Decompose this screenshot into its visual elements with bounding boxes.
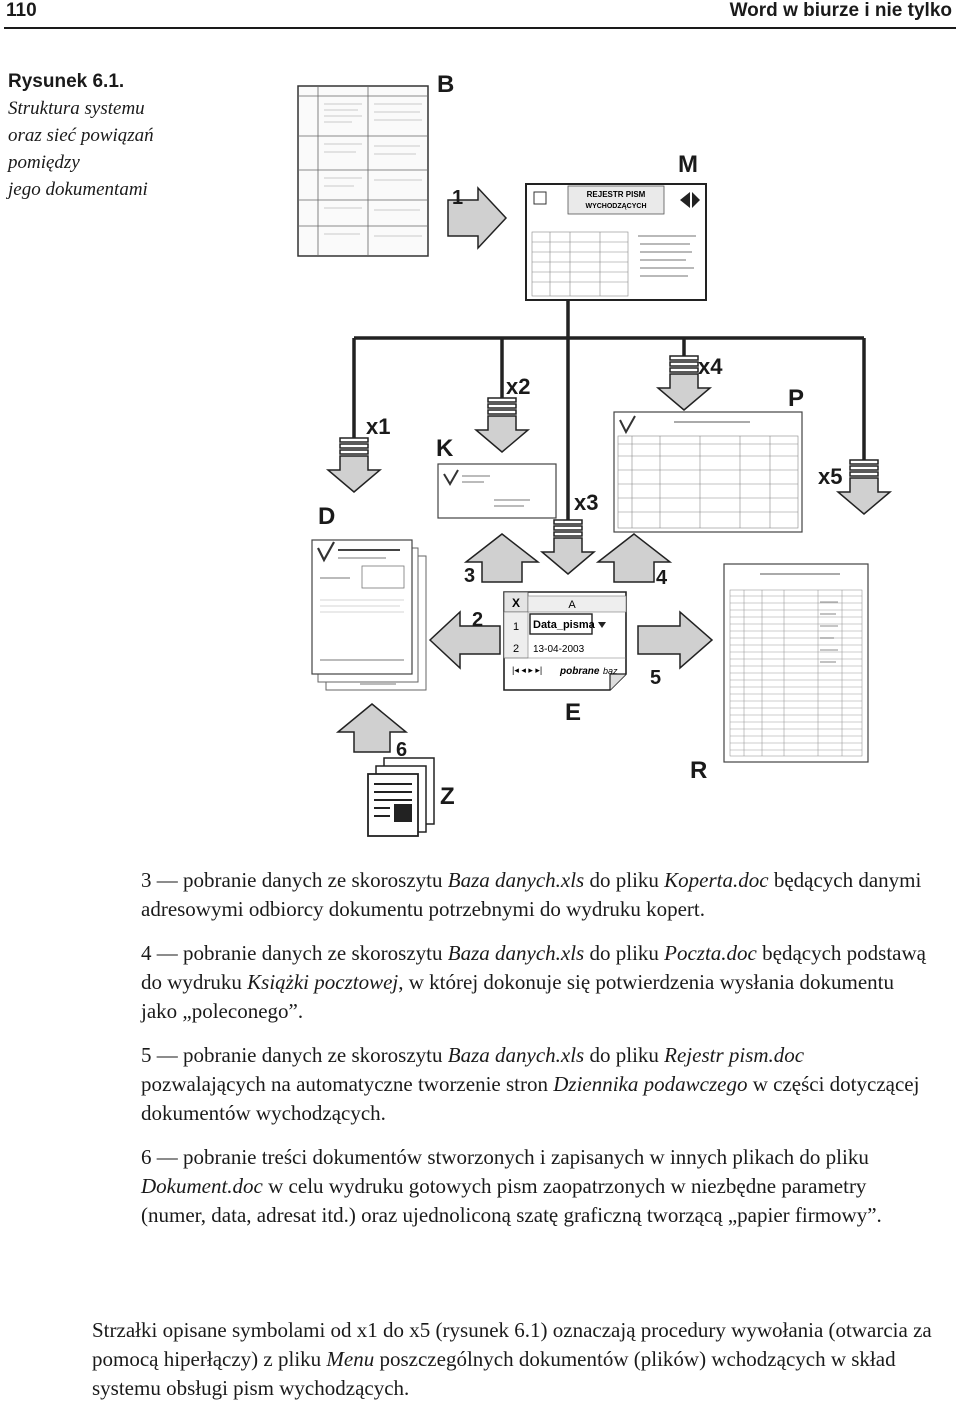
figure-caption: Rysunek 6.1. Struktura systemu oraz sieć… bbox=[8, 68, 208, 203]
excel-cell-a1: Data_pisma bbox=[533, 619, 596, 631]
link-x3: x3 bbox=[574, 490, 598, 515]
page-header: 110 Word w biurze i nie tylko bbox=[0, 0, 960, 29]
document-p-postbook bbox=[613, 411, 803, 533]
excel-col-header: A bbox=[568, 599, 576, 611]
hyperlink-connectors bbox=[352, 300, 866, 522]
arrow-2-icon bbox=[428, 610, 501, 670]
num-2: 2 bbox=[472, 609, 483, 631]
figure-label: Rysunek 6.1. bbox=[8, 71, 125, 92]
letter-r: R bbox=[690, 757, 707, 784]
dropdown-icon bbox=[598, 622, 606, 628]
caption-line-1: Struktura systemu bbox=[8, 98, 145, 119]
link-x4: x4 bbox=[698, 354, 723, 379]
link-x5: x5 bbox=[818, 464, 842, 489]
letter-e: E bbox=[565, 699, 581, 726]
num-1: 1 bbox=[452, 187, 463, 209]
letter-b: B bbox=[437, 71, 454, 98]
letter-m: M bbox=[678, 151, 698, 178]
num-6: 6 bbox=[396, 739, 407, 761]
document-d-letterhead bbox=[311, 539, 427, 691]
system-structure-diagram: B 1 REJESTR PISM WYCHODZĄCYCH M bbox=[297, 71, 891, 837]
closing-paragraph: Strzałki opisane symbolami od x1 do x5 (… bbox=[92, 1318, 932, 1400]
letter-d: D bbox=[318, 503, 335, 530]
caption-line-3: pomiędzy bbox=[8, 152, 80, 173]
sheet-nav-icon: |◂ ◂ ▸ ▸| bbox=[512, 665, 542, 675]
menu-title-2: WYCHODZĄCYCH bbox=[585, 203, 646, 210]
num-3: 3 bbox=[464, 565, 475, 587]
link-x2: x2 bbox=[506, 374, 530, 399]
caption-line-4: jego dokumentami bbox=[8, 179, 148, 200]
arrow-3-icon bbox=[463, 533, 541, 583]
header-rule bbox=[4, 27, 956, 29]
list-item: 4 — pobranie danych ze skoroszytu Baza d… bbox=[141, 941, 926, 1023]
document-b-thumbnail bbox=[297, 85, 429, 257]
running-title: Word w biurze i nie tylko bbox=[729, 0, 952, 21]
link-arrow-x1-icon bbox=[327, 437, 381, 493]
num-4: 4 bbox=[656, 567, 668, 589]
link-arrow-x3-icon bbox=[541, 519, 595, 575]
link-x1: x1 bbox=[366, 414, 390, 439]
menu-prev-icon bbox=[680, 192, 690, 208]
excel-icon: X bbox=[512, 596, 520, 610]
document-m-menu: REJESTR PISM WYCHODZĄCYCH bbox=[525, 183, 707, 301]
list-item: 6 — pobranie treści dokumentów stworzony… bbox=[141, 1145, 882, 1227]
caption-line-2: oraz sieć powiązań bbox=[8, 125, 154, 146]
sheet-tab-baz: baz bbox=[603, 666, 618, 676]
arrow-6-icon bbox=[335, 703, 409, 753]
letter-k: K bbox=[436, 435, 454, 462]
link-arrow-x2-icon bbox=[475, 397, 529, 453]
letter-z: Z bbox=[440, 783, 455, 810]
list-item: 5 — pobranie danych ze skoroszytu Baza d… bbox=[141, 1043, 920, 1125]
document-r-register bbox=[723, 563, 869, 763]
document-k-envelope bbox=[437, 463, 557, 519]
list-item: 3 — pobranie danych ze skoroszytu Baza d… bbox=[141, 868, 922, 921]
arrow-4-icon bbox=[595, 533, 673, 583]
link-arrow-x5-icon bbox=[837, 459, 891, 515]
menu-next-icon bbox=[692, 192, 700, 208]
document-e-workbook: X A 1 2 Data_pisma 13-04-2003 |◂ ◂ ▸ ▸| … bbox=[503, 591, 627, 691]
letter-p: P bbox=[788, 385, 804, 412]
process-list: 3 — pobranie danych ze skoroszytu Baza d… bbox=[141, 866, 931, 1245]
document-z-icon bbox=[367, 757, 435, 837]
excel-row-2: 2 bbox=[513, 643, 519, 655]
excel-cell-a2: 13-04-2003 bbox=[533, 644, 585, 655]
arrow-5-icon bbox=[637, 610, 714, 670]
num-5: 5 bbox=[650, 667, 661, 689]
page-number: 110 bbox=[6, 0, 37, 21]
arrow-1-icon bbox=[447, 186, 508, 250]
excel-row-1: 1 bbox=[513, 621, 519, 633]
menu-title-1: REJESTR PISM bbox=[587, 190, 646, 199]
sheet-tab-pobrane: pobrane bbox=[559, 666, 600, 677]
menu-print-icon bbox=[533, 191, 547, 205]
